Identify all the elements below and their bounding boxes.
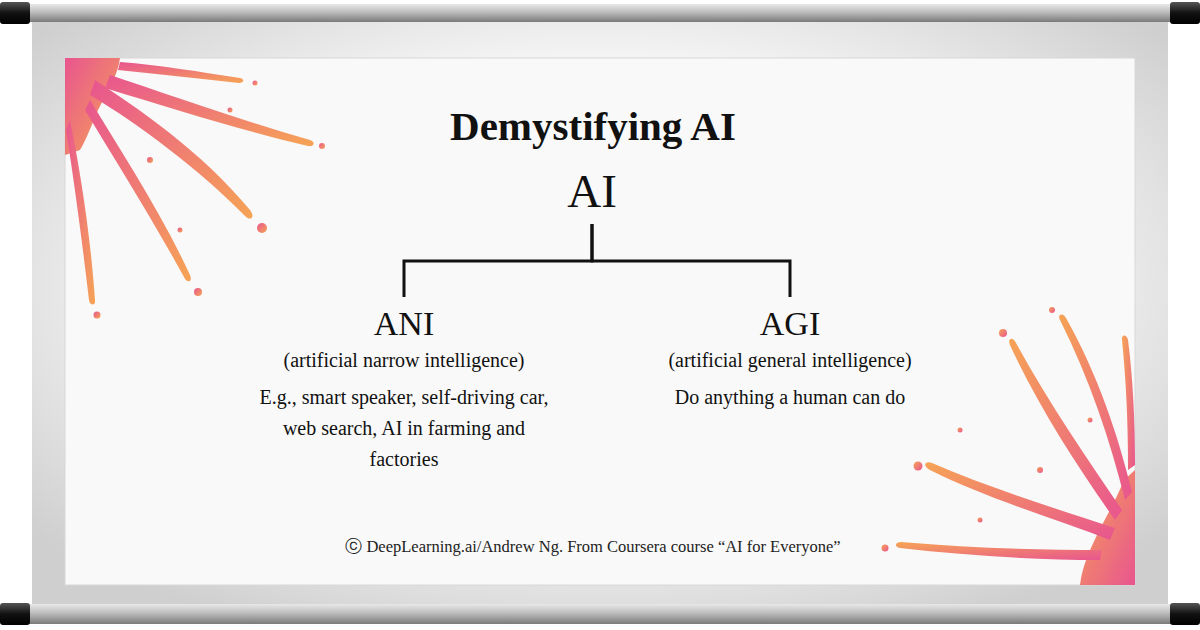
branch-node: ANI (artificial narrow intelligence) E.g.,… bbox=[244, 303, 564, 477]
caption: ⓒ DeepLearning.ai/Andrew Ng. From Course… bbox=[193, 537, 993, 557]
root-node: AI bbox=[492, 164, 692, 220]
node-body: E.g., smart speaker, self-driving car, w… bbox=[259, 382, 549, 475]
node-subtitle: (artificial narrow intelligence) bbox=[248, 347, 560, 373]
node-subtitle: (artificial general intelligence) bbox=[634, 347, 946, 373]
tree-connector bbox=[404, 224, 592, 297]
tree-connector bbox=[592, 224, 790, 297]
node-body: Do anything a human can do bbox=[645, 382, 935, 413]
node-heading: AGI bbox=[634, 305, 946, 342]
branch-node: AGI (artificial general intelligence) Do a… bbox=[630, 303, 950, 415]
node-heading: AI bbox=[496, 166, 688, 218]
diagram-title: Demystifying AI bbox=[343, 104, 843, 149]
node-heading: ANI bbox=[248, 305, 560, 342]
